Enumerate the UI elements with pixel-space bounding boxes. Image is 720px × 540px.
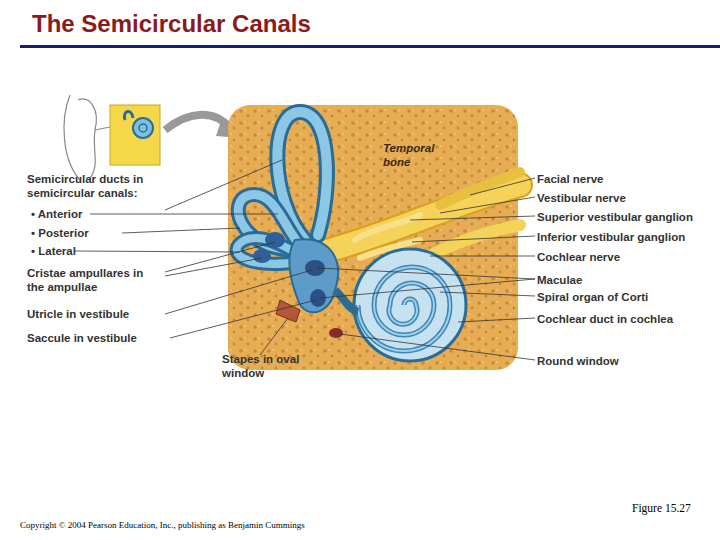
part-label: • Posterior [31, 226, 89, 240]
part-label: Inferior vestibular ganglion [537, 230, 685, 244]
stapes [276, 300, 300, 322]
part-label: Stapes in oval window [222, 352, 300, 380]
vestibule [289, 239, 338, 312]
round-window [329, 328, 343, 338]
copyright-note: Copyright © 2004 Pearson Education, Inc.… [20, 518, 305, 532]
part-label: Utricle in vestibule [27, 307, 129, 321]
part-label: Temporal bone [383, 141, 445, 169]
part-label: Superior vestibular ganglion [537, 210, 693, 224]
leader-lines [75, 160, 535, 360]
part-label: Cochlear duct in cochlea [537, 312, 673, 326]
part-label: Facial nerve [537, 172, 603, 186]
part-label: Spiral organ of Corti [537, 290, 648, 304]
part-label: Saccule in vestibule [27, 331, 137, 345]
cochlear-duct-base [335, 290, 358, 312]
part-label: • Anterior [31, 207, 83, 221]
part-label: Maculae [537, 273, 582, 287]
part-label: Cristae ampullares in the ampullae [27, 266, 147, 294]
title-rule [20, 45, 720, 48]
ampulla [253, 249, 271, 263]
slide-title: The Semicircular Canals [32, 10, 311, 38]
figure-caption: Figure 15.27 [632, 501, 691, 515]
part-label: Vestibular nerve [537, 191, 626, 205]
part-label: Semicircular ducts in semicircular canal… [27, 172, 167, 200]
ear-inset [64, 95, 240, 180]
part-label: Round window [537, 354, 619, 368]
part-label: Cochlear nerve [537, 250, 620, 264]
cochlea [354, 249, 466, 361]
ampulla [265, 232, 285, 248]
part-label: • Lateral [31, 244, 76, 258]
